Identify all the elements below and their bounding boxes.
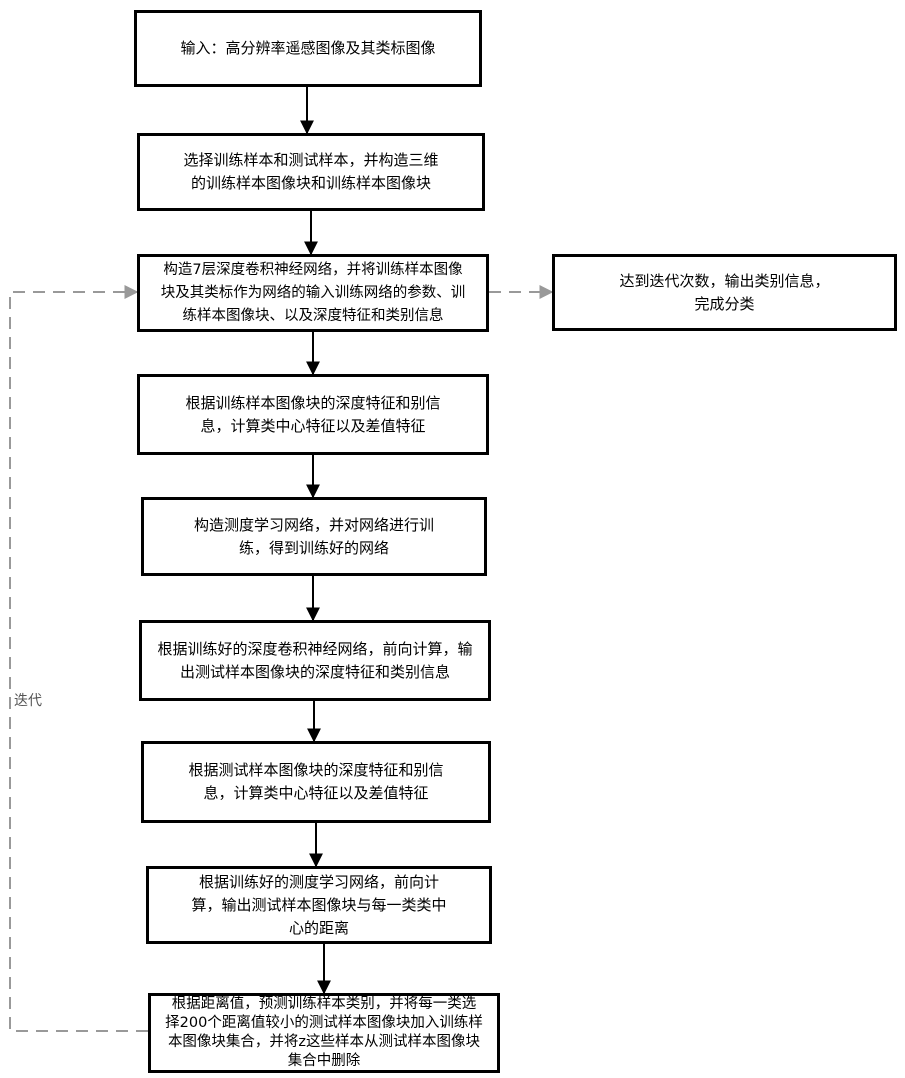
result-box: 达到迭代次数，输出类别信息， 完成分类 — [552, 254, 897, 331]
step-1-text: 输入：高分辨率遥感图像及其类标图像 — [180, 37, 435, 60]
step-8-box: 根据训练好的测度学习网络，前向计 算，输出测试样本图像块与每一类类中 心的距离 — [146, 866, 492, 944]
step-1-box: 输入：高分辨率遥感图像及其类标图像 — [134, 10, 482, 87]
step-5-box: 构造测度学习网络，并对网络进行训 练，得到训练好的网络 — [141, 497, 487, 576]
step-6-text: 根据训练好的深度卷积神经网络，前向计算，输 出测试样本图像块的深度特征和类别信息 — [157, 638, 472, 684]
step-7-box: 根据测试样本图像块的深度特征和别信 息，计算类中心特征以及差值特征 — [141, 741, 491, 823]
step-9-box: 根据距离值，预测训练样本类别，并将每一类选 择200个距离值较小的测试样本图像块… — [148, 993, 500, 1073]
step-7-text: 根据测试样本图像块的深度特征和别信 息，计算类中心特征以及差值特征 — [188, 759, 443, 805]
step-4-box: 根据训练样本图像块的深度特征和别信 息，计算类中心特征以及差值特征 — [137, 374, 489, 455]
loop-label: 迭代 — [14, 690, 42, 710]
step-3-text: 构造7层深度卷积神经网络，并将训练样本图像 块及其类标作为网络的输入训练网络的参… — [161, 259, 466, 328]
step-8-text: 根据训练好的测度学习网络，前向计 算，输出测试样本图像块与每一类类中 心的距离 — [191, 871, 446, 940]
loop-arrow — [10, 292, 148, 1031]
step-4-text: 根据训练样本图像块的深度特征和别信 息，计算类中心特征以及差值特征 — [185, 392, 440, 438]
step-3-box: 构造7层深度卷积神经网络，并将训练样本图像 块及其类标作为网络的输入训练网络的参… — [137, 254, 489, 332]
step-5-text: 构造测度学习网络，并对网络进行训 练，得到训练好的网络 — [194, 514, 434, 560]
step-6-box: 根据训练好的深度卷积神经网络，前向计算，输 出测试样本图像块的深度特征和类别信息 — [139, 620, 491, 701]
step-2-box: 选择训练样本和测试样本，并构造三维 的训练样本图像块和训练样本图像块 — [137, 133, 485, 211]
step-2-text: 选择训练样本和测试样本，并构造三维 的训练样本图像块和训练样本图像块 — [183, 149, 438, 195]
step-9-text: 根据距离值，预测训练样本类别，并将每一类选 择200个距离值较小的测试样本图像块… — [165, 995, 483, 1071]
result-text: 达到迭代次数，输出类别信息， 完成分类 — [619, 270, 829, 316]
